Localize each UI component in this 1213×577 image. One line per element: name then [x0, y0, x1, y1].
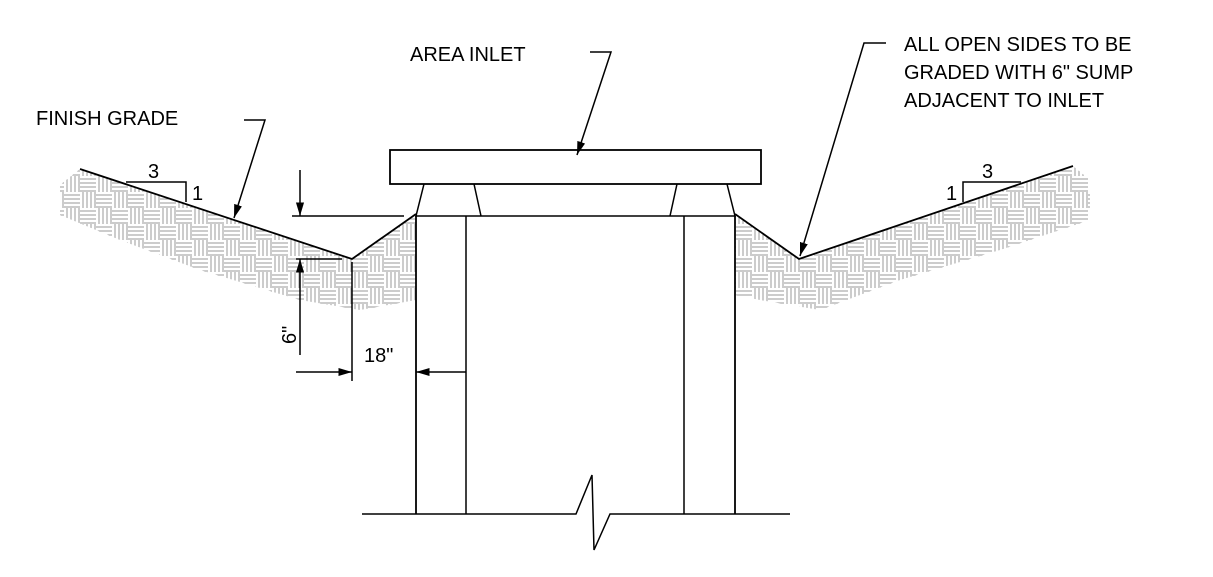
- slope-right-run: 3: [982, 161, 993, 183]
- slope-left-run: 3: [148, 161, 159, 183]
- label-note-line3: ADJACENT TO INLET: [904, 90, 1104, 112]
- dim-18in-label: 18": [364, 345, 393, 367]
- inlet-frame-inner-left: [473, 183, 482, 217]
- inlet-frame: [415, 183, 736, 217]
- label-note-line2: GRADED WITH 6" SUMP: [904, 62, 1133, 84]
- slope-left-rise: 1: [192, 183, 203, 205]
- inlet-frame-inner-right: [669, 183, 678, 217]
- leader-area-inlet: [576, 51, 613, 156]
- leader-note: [799, 42, 886, 257]
- finish-grade-line-right: [734, 165, 1074, 260]
- dim-6in-label: 6": [279, 326, 301, 344]
- label-finish-grade: FINISH GRADE: [36, 108, 178, 130]
- inlet-grate: [389, 149, 762, 185]
- finish-grade-line-left: [79, 168, 417, 260]
- slope-right-rise: 1: [946, 183, 957, 205]
- slope-triangle-left: [126, 181, 187, 202]
- break-line: [362, 474, 790, 551]
- label-area-inlet: AREA INLET: [410, 44, 526, 66]
- slope-triangle-right: [962, 181, 1021, 202]
- earth-hatch-right: [735, 166, 1090, 310]
- leader-finish-grade: [233, 119, 267, 219]
- earth-hatch-left: [60, 169, 416, 310]
- label-note-line1: ALL OPEN SIDES TO BE: [904, 34, 1132, 56]
